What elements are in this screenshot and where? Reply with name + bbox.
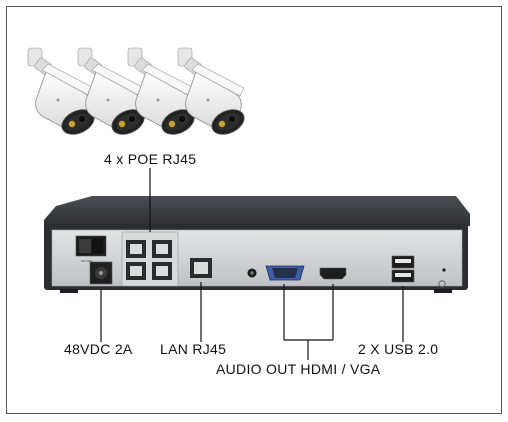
av-output-label: AUDIO OUT HDMI / VGA [216, 361, 381, 377]
leader-lines [100, 168, 404, 360]
poe-ports-label: 4 x POE RJ45 [104, 151, 197, 167]
power-input-label: 48VDC 2A [64, 341, 133, 357]
rj45-port-icon [126, 262, 146, 280]
lan-port-label: LAN RJ45 [160, 341, 227, 357]
svg-text:ON OFF: ON OFF [81, 259, 92, 263]
rj45-port-icon [126, 240, 146, 258]
hdmi-port-icon [319, 267, 347, 280]
rj45-port-icon [190, 258, 212, 278]
rj45-port-icon [152, 262, 172, 280]
dc-jack-icon [89, 261, 113, 285]
usb-port-icon [391, 255, 415, 283]
power-switch-icon: ON OFF [75, 235, 107, 263]
vga-port-icon [265, 265, 305, 281]
audio-jack-icon [247, 268, 257, 278]
usb-ports-label: 2 X USB 2.0 [358, 341, 439, 357]
poe-port-block [121, 231, 179, 287]
rj45-port-icon [152, 240, 172, 258]
